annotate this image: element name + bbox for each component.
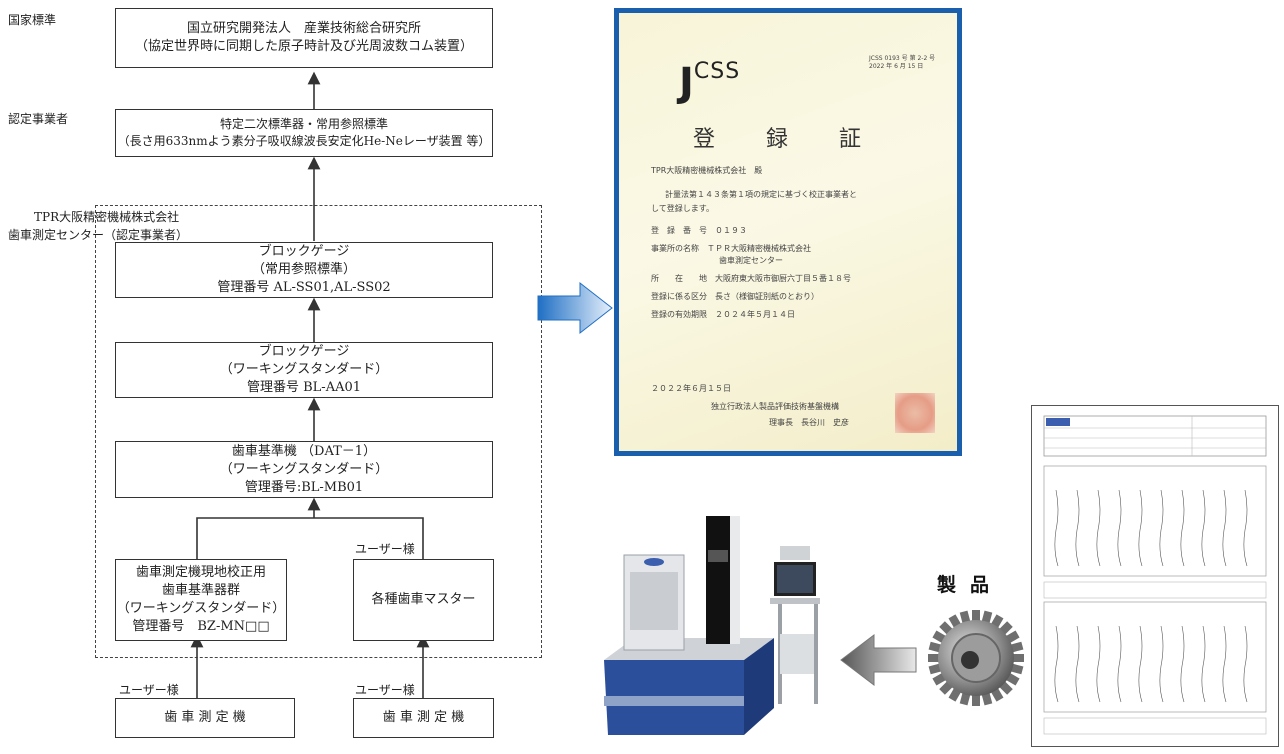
reference-block-gauge-title: ブロックゲージ: [258, 244, 350, 259]
gear-measuring-machine-right-label: 歯 車 測 定 機: [382, 710, 465, 725]
onsite-calibration-id: 管理番号 BZ-MN□□: [132, 619, 270, 634]
reference-block-gauge-box: ブロックゲージ （常用参照標準） 管理番号 AL-SS01,AL-SS02: [115, 242, 493, 298]
cert-seal-stamp: [895, 393, 935, 433]
cert-registration-number: 登 録 番 号 ０１９３: [651, 226, 747, 235]
secondary-standard-box: 特定二次標準器・常用参照標準 （長さ用633nmよう素分子吸収線波長安定化He-…: [115, 109, 493, 157]
user-label-machine-right: ユーザー様: [355, 683, 415, 697]
secondary-standard-title: 特定二次標準器・常用参照標準: [219, 117, 388, 131]
report-graphs: [1043, 415, 1267, 735]
cert-location: 所 在 地 大阪府東大阪市御厨六丁目５番１８号: [651, 274, 851, 283]
cert-corner-number: JCSS 0193 号 第 2-2 号: [869, 55, 936, 62]
gear-icon: [928, 610, 1024, 706]
onsite-calibration-title: 歯車測定機現地校正用: [135, 565, 266, 580]
cert-signer: 理事長 長谷川 史彦: [769, 418, 849, 427]
gear-master-box: 各種歯車マスター: [353, 559, 494, 641]
cert-validity: 登録の有効期限 ２０２４年５月１４日: [651, 310, 795, 319]
reference-block-gauge-type: （常用参照標準）: [251, 262, 356, 277]
cert-category: 登録に係る区分 長さ（様御証別紙のとおり）: [651, 292, 819, 301]
blue-right-arrow-icon: [537, 281, 613, 335]
onsite-calibration-group: 歯車基準器群: [161, 583, 240, 598]
aist-name: 国立研究開発法人 産業技術総合研究所: [186, 21, 421, 36]
tpr-scope-enclosure: [95, 205, 542, 658]
gear-standard-machine-id: 管理番号:BL-MB01: [244, 479, 364, 495]
working-block-gauge-box: ブロックゲージ （ワーキングスタンダード） 管理番号 BL-AA01: [115, 342, 493, 398]
gear-standard-machine-box: 歯車基準機 （DAT－1） （ワーキングスタンダード） 管理番号:BL-MB01: [115, 441, 493, 498]
working-block-gauge-id: 管理番号 BL-AA01: [246, 380, 362, 395]
gear-standard-machine-title: 歯車基準機 （DAT－1）: [231, 443, 377, 459]
onsite-calibration-standards-box: 歯車測定機現地校正用 歯車基準器群 （ワーキングスタンダード） 管理番号 BZ-…: [115, 559, 287, 641]
products-label: 製品: [937, 574, 1004, 596]
jcss-logo: JCSS: [679, 59, 741, 106]
cert-body-line2: して登録します。: [651, 204, 714, 213]
aist-national-standard-box: 国立研究開発法人 産業技術総合研究所 （協定世界時に同期した原子時計及び光周波数…: [115, 8, 493, 68]
cert-date: ２０２２年６月１５日: [651, 384, 731, 393]
company-name-label: TPR大阪精密機械株式会社: [34, 210, 180, 224]
reference-block-gauge-id: 管理番号 AL-SS01,AL-SS02: [217, 280, 391, 295]
user-label-machine-left: ユーザー様: [119, 683, 179, 697]
gear-measuring-machine-box-right: 歯 車 測 定 機: [353, 698, 494, 738]
gear-standard-machine-type: （ワーキングスタンダード）: [219, 461, 389, 477]
measurement-report-sheet: [1031, 405, 1279, 747]
working-block-gauge-title: ブロックゲージ: [258, 344, 350, 359]
cert-office-subname: 歯車測定センター: [719, 256, 783, 265]
user-label-master: ユーザー様: [355, 542, 415, 556]
center-name-label: 歯車測定センター（認定事業者）: [8, 228, 189, 242]
gear-master-label: 各種歯車マスター: [371, 592, 476, 607]
cert-issuer: 独立行政法人製品評価技術基盤機構: [711, 402, 839, 411]
jcss-certificate: JCSS JCSS 0193 号 第 2-2 号 2022 年 6 月 15 日…: [614, 8, 962, 456]
cert-office-name: 事業所の名称 ＴＰＲ大阪精密機械株式会社: [651, 244, 811, 253]
gear-measuring-machine-left-label: 歯 車 測 定 機: [164, 710, 246, 725]
onsite-calibration-type: （ワーキングスタンダード）: [116, 601, 286, 616]
grey-left-arrow-icon: [840, 633, 917, 687]
cert-body-line1: 計量法第１４３条第１項の規定に基づく校正事業者と: [665, 190, 857, 199]
gear-measuring-machine-box-left: 歯 車 測 定 機: [115, 698, 295, 738]
cert-addressee: TPR大阪精密機械株式会社 殿: [651, 166, 763, 175]
national-standard-label: 国家標準: [8, 13, 57, 27]
accredited-operator-label: 認定事業者: [8, 112, 69, 126]
gear-measuring-machine-image: [604, 516, 820, 735]
secondary-standard-description: （長さ用633nmよう素分子吸収線波長安定化He-Neレーザ装置 等）: [117, 134, 491, 148]
cert-title: 登 録 証: [693, 127, 883, 152]
cert-corner-date: 2022 年 6 月 15 日: [869, 63, 924, 70]
working-block-gauge-type: （ワーキングスタンダード）: [219, 362, 389, 377]
aist-description: （協定世界時に同期した原子時計及び光周波数コム装置）: [134, 39, 473, 54]
